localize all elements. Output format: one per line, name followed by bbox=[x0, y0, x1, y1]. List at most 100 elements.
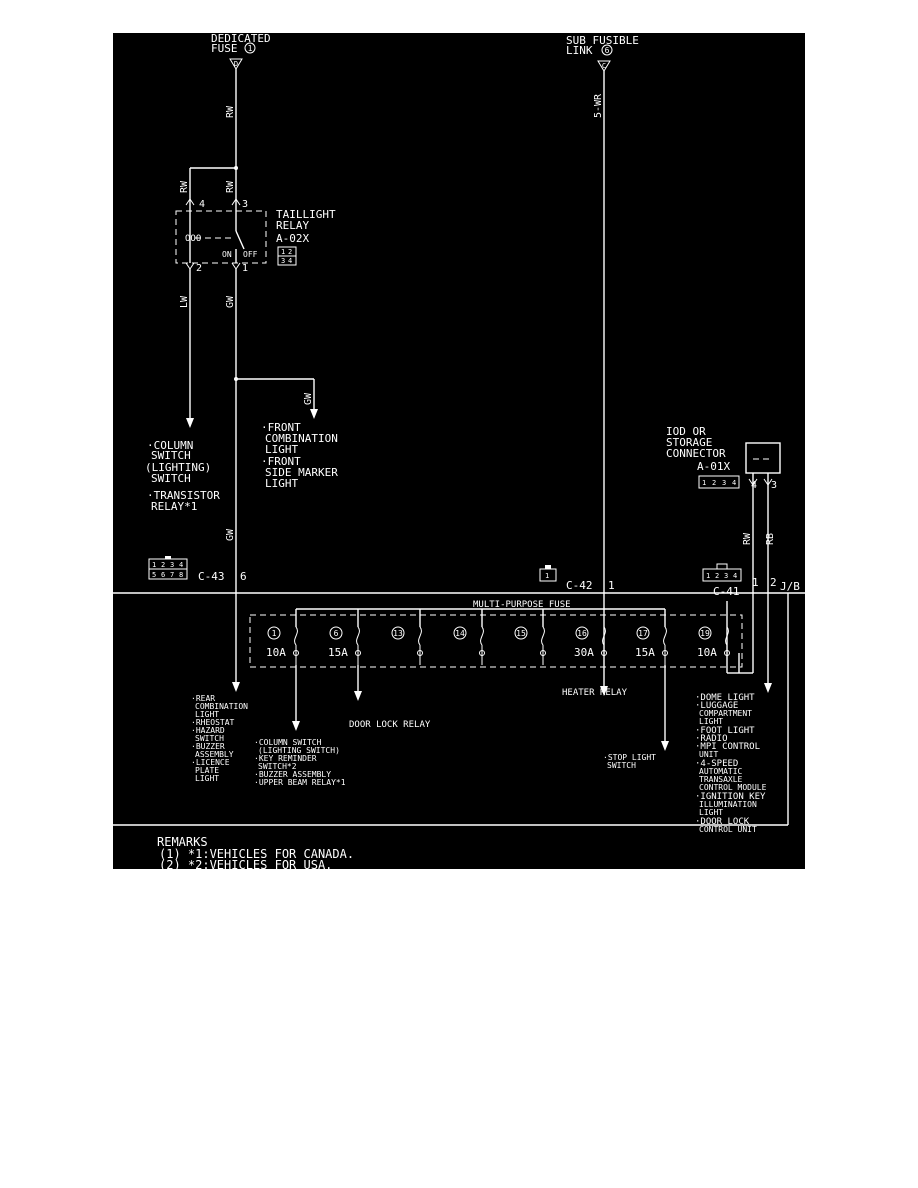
c43-pin: 6 bbox=[240, 570, 247, 583]
fuse-terminal bbox=[601, 650, 607, 656]
svg-text:COMBINATION: COMBINATION bbox=[265, 432, 338, 445]
relay-contact-arm bbox=[235, 230, 245, 250]
fuse-number: 15 bbox=[516, 629, 526, 638]
c42-label: C-42 bbox=[566, 579, 593, 592]
c43-grid-5: 5 bbox=[152, 571, 156, 579]
svg-text:·HAZARD: ·HAZARD bbox=[191, 726, 225, 735]
svg-text:·LUGGAGE: ·LUGGAGE bbox=[695, 701, 738, 711]
fuse-terminal bbox=[355, 650, 361, 656]
relay-coil-symbol: OOO bbox=[185, 234, 201, 244]
svg-text:·RADIO: ·RADIO bbox=[695, 734, 728, 744]
relay-pin-2: 2 bbox=[196, 263, 202, 274]
svg-text:·COLUMN: ·COLUMN bbox=[147, 439, 193, 452]
c43-grid-6: 6 bbox=[161, 571, 165, 579]
fuse-number: 16 bbox=[577, 629, 587, 638]
door-lock-relay-label: DOOR LOCK RELAY bbox=[349, 720, 431, 730]
svg-text:·FRONT: ·FRONT bbox=[261, 455, 301, 468]
fuse-number-circle bbox=[329, 626, 343, 640]
c43-grid-3: 3 bbox=[170, 561, 174, 569]
wire-label-gw-top: GW bbox=[225, 295, 236, 308]
remarks-note-1: (1) *1:VEHICLES FOR CANADA. bbox=[159, 847, 354, 861]
heater-relay-label: HEATER RELAY bbox=[562, 688, 628, 698]
svg-text:·DOOR LOCK: ·DOOR LOCK bbox=[695, 817, 750, 827]
sub-fusible-link-number: 6 bbox=[605, 46, 610, 55]
fuse-box-title: MULTI-PURPOSE FUSE bbox=[473, 600, 571, 610]
c43-label: C-43 bbox=[198, 570, 225, 583]
svg-text:COMBINATION: COMBINATION bbox=[195, 702, 248, 711]
svg-text:LIGHT: LIGHT bbox=[195, 710, 219, 719]
relay-pin-3-terminal bbox=[231, 198, 241, 206]
dedicated-fuse-label: DEDICATED bbox=[211, 33, 271, 45]
svg-text:SWITCH*2: SWITCH*2 bbox=[258, 762, 297, 771]
c41-grid-2: 2 bbox=[715, 572, 719, 580]
fuse-amp: 10A bbox=[266, 646, 286, 659]
fuse-amp: 30A bbox=[574, 646, 594, 659]
fuse-number: 1 bbox=[272, 629, 277, 638]
arrow-stop-light bbox=[661, 741, 669, 751]
svg-text:·TRANSISTOR: ·TRANSISTOR bbox=[147, 489, 220, 502]
iod-code: A-01X bbox=[697, 460, 730, 473]
relay-off-label: OFF bbox=[243, 250, 258, 259]
fuse-number: 13 bbox=[393, 629, 403, 638]
taillight-relay-box bbox=[175, 210, 267, 264]
c41-latch bbox=[716, 563, 728, 570]
iod-pin-4: 4 bbox=[732, 479, 736, 487]
svg-text:LIGHT: LIGHT bbox=[265, 477, 298, 490]
wire-label-lw: LW bbox=[179, 295, 190, 308]
fuse-number: 17 bbox=[638, 629, 648, 638]
fuse-element bbox=[418, 626, 422, 646]
dedicated-fuse-terminal bbox=[229, 58, 243, 70]
jb-label: J/B bbox=[780, 580, 800, 593]
svg-text:AUTOMATIC: AUTOMATIC bbox=[699, 767, 743, 776]
sub-fusible-link-label-2: LINK bbox=[566, 44, 593, 57]
arrow-column-switch bbox=[186, 418, 194, 428]
svg-text:·UPPER BEAM RELAY*1: ·UPPER BEAM RELAY*1 bbox=[254, 778, 346, 787]
arrow-column bbox=[292, 721, 300, 731]
taillight-relay-code: A-02X bbox=[276, 232, 309, 245]
dedicated-fuse-number: 1 bbox=[248, 44, 253, 53]
fuse-number-circle bbox=[391, 626, 405, 640]
iod-pin-1: 1 bbox=[702, 479, 706, 487]
iod-label-3: CONNECTOR bbox=[666, 447, 726, 460]
svg-text:LIGHT: LIGHT bbox=[699, 808, 723, 817]
arrow-dome bbox=[764, 683, 772, 693]
rear-loads-label: ·REAR COMBINATION LIGHT ·RHEOSTAT ·HAZAR… bbox=[191, 694, 248, 783]
wire-label-rw-top: RW bbox=[225, 105, 236, 118]
iod-pin-b: 3 bbox=[771, 480, 777, 491]
svg-text:·DOME LIGHT: ·DOME LIGHT bbox=[695, 693, 755, 703]
fuse-box-outline bbox=[249, 614, 743, 668]
svg-text:·KEY REMINDER: ·KEY REMINDER bbox=[254, 754, 317, 763]
wiring-diagram-svg: DEDICATED FUSE 1 D SUB FUSIBLE LINK 6 C … bbox=[113, 33, 805, 869]
stop-light-label-2: SWITCH bbox=[607, 761, 636, 770]
sub-fusible-link-letter: C bbox=[602, 62, 606, 70]
fuse-terminal bbox=[662, 650, 668, 656]
svg-text:LIGHT: LIGHT bbox=[265, 443, 298, 456]
svg-text:CONTROL MODULE: CONTROL MODULE bbox=[699, 783, 767, 792]
arrow-front-lights bbox=[310, 409, 318, 419]
c41-grid-4: 4 bbox=[733, 572, 737, 580]
svg-text:LIGHT: LIGHT bbox=[195, 774, 219, 783]
svg-text:·RHEOSTAT: ·RHEOSTAT bbox=[191, 718, 235, 727]
fuse-element bbox=[294, 626, 298, 646]
svg-text:SWITCH: SWITCH bbox=[151, 449, 191, 462]
wire-label-rw-right: RW bbox=[225, 180, 236, 193]
svg-text:·BUZZER: ·BUZZER bbox=[191, 742, 225, 751]
link-number-circle bbox=[601, 44, 613, 56]
arrow-heater bbox=[600, 686, 608, 696]
svg-text:·IGNITION KEY: ·IGNITION KEY bbox=[695, 792, 766, 802]
wire-label-rw-left: RW bbox=[179, 180, 190, 193]
fuse-element bbox=[480, 626, 484, 646]
svg-text:SIDE MARKER: SIDE MARKER bbox=[265, 466, 338, 479]
fuse-number: 14 bbox=[455, 629, 465, 638]
fuse-amp: 10A bbox=[697, 646, 717, 659]
relay-pin-4-terminal bbox=[185, 198, 195, 206]
svg-text:·FOOT LIGHT: ·FOOT LIGHT bbox=[695, 726, 755, 736]
iod-pin-3: 3 bbox=[722, 479, 726, 487]
fuse-element bbox=[663, 626, 667, 646]
c43-grid-7: 7 bbox=[170, 571, 174, 579]
c43-grid-1: 1 bbox=[152, 561, 156, 569]
dome-loads-label: ·DOME LIGHT ·LUGGAGE COMPARTMENT LIGHT ·… bbox=[695, 693, 767, 834]
iod-connector-icon bbox=[698, 475, 740, 489]
arrow-rear bbox=[232, 682, 240, 692]
